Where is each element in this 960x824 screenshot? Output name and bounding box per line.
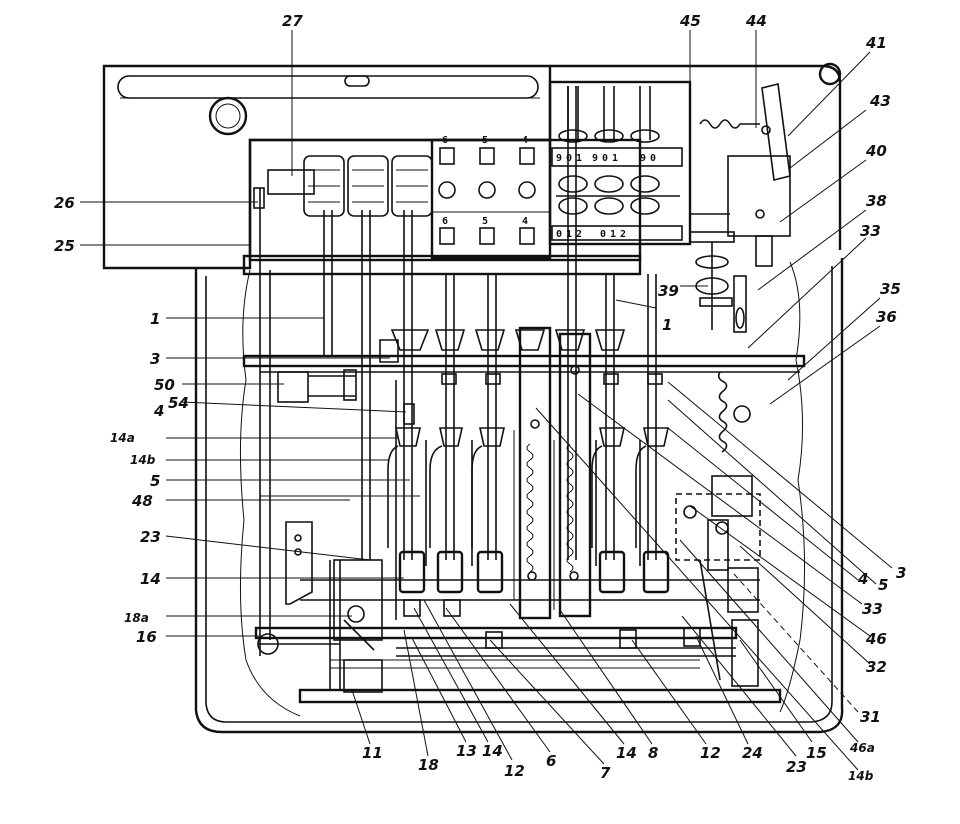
label-35: 35	[880, 280, 901, 298]
counter-digit-l: 0	[600, 229, 606, 240]
label-3-left: 3	[150, 350, 160, 368]
label-44: 44	[745, 12, 767, 30]
panel-digit-5: 5	[482, 216, 488, 227]
part-labels: 26 25 1 3 50 54 4 14a 14b 5 48 23 14 18a…	[54, 12, 906, 783]
label-54: 54	[168, 394, 189, 412]
label-3-right: 3	[896, 564, 906, 582]
counter-digit-d: 9	[592, 153, 598, 164]
label-33-top: 33	[860, 222, 881, 240]
label-48: 48	[131, 492, 153, 510]
label-33-bottom: 33	[862, 600, 883, 618]
panel-digit-4: 6	[442, 216, 448, 227]
label-50: 50	[154, 376, 175, 394]
label-45: 45	[679, 12, 701, 30]
counter-digit-n: 2	[620, 229, 626, 240]
label-4-right: 4	[857, 570, 868, 588]
leader-lines	[80, 30, 893, 771]
label-38: 38	[866, 192, 887, 210]
counter-digit-e: 0	[602, 153, 608, 164]
label-18a: 18a	[124, 611, 149, 625]
counter-digit-i: 0	[556, 229, 562, 240]
label-39: 39	[658, 282, 679, 300]
panel-digit-6: 4	[522, 216, 528, 227]
label-5-left: 5	[150, 472, 160, 490]
label-27: 27	[282, 12, 303, 30]
counter-digit-k: 2	[576, 229, 582, 240]
label-26: 26	[54, 194, 75, 212]
label-40: 40	[865, 142, 887, 160]
label-43: 43	[869, 92, 891, 110]
label-6: 6	[546, 752, 556, 770]
label-41: 41	[865, 34, 887, 52]
counter-digit-h: 0	[650, 153, 656, 164]
label-7: 7	[600, 764, 611, 782]
label-4-left: 4	[153, 402, 164, 420]
shafts-and-gears	[323, 86, 761, 687]
housing-frame	[102, 62, 844, 734]
label-14-bottom-b: 14	[616, 744, 637, 762]
counter-digit-a: 9	[556, 153, 562, 164]
label-8: 8	[648, 744, 658, 762]
label-14-left: 14	[140, 570, 161, 588]
label-11: 11	[362, 744, 383, 762]
label-24: 24	[742, 744, 763, 762]
label-14-bottom-a: 14	[482, 742, 503, 760]
label-16: 16	[136, 628, 157, 646]
label-1-left: 1	[150, 310, 160, 328]
label-25: 25	[54, 237, 75, 255]
label-46a: 46a	[849, 741, 875, 755]
label-15: 15	[806, 744, 827, 762]
label-46: 46	[865, 630, 887, 648]
label-14a: 14a	[110, 431, 135, 445]
label-31: 31	[860, 708, 881, 726]
counter-digit-f: 1	[612, 153, 618, 164]
label-1-right: 1	[662, 316, 672, 334]
label-12-a: 12	[504, 762, 525, 780]
panel-digit-3: 4	[522, 135, 528, 146]
counter-digit-g: 9	[640, 153, 646, 164]
label-23-left: 23	[140, 528, 161, 546]
label-18: 18	[418, 756, 439, 774]
label-12-b: 12	[700, 744, 721, 762]
counter-digit-c: 1	[576, 153, 582, 164]
counter-digit-j: 1	[566, 229, 572, 240]
label-32: 32	[866, 658, 887, 676]
label-13: 13	[456, 742, 477, 760]
panel-digit-2: 5	[482, 135, 488, 146]
label-23-bottom: 23	[786, 758, 807, 776]
panel-digit-1: 6	[442, 135, 448, 146]
label-36: 36	[876, 308, 897, 326]
label-14b-left: 14b	[130, 453, 156, 467]
counter-digit-b: 0	[566, 153, 572, 164]
counter-digit-m: 1	[610, 229, 616, 240]
label-5-right: 5	[878, 576, 888, 594]
label-14b-right: 14b	[848, 769, 874, 783]
